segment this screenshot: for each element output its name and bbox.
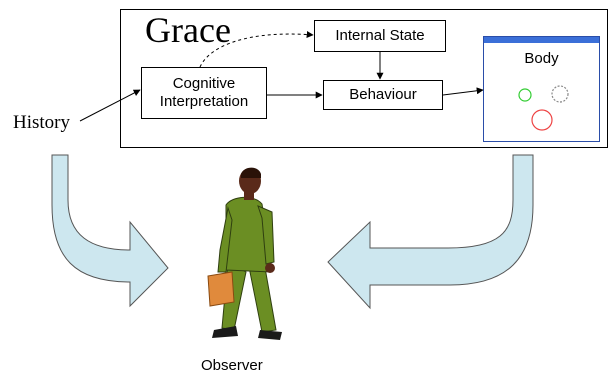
shopping-bag-icon — [207, 271, 235, 307]
history-to-cognitive-arrow — [79, 89, 141, 122]
green-circle — [518, 88, 532, 102]
body-window-titlebar — [484, 37, 599, 43]
cognitive-interpretation-label: Cognitive Interpretation — [159, 75, 249, 110]
body-label: Body — [524, 50, 559, 67]
internal-state-label: Internal State — [335, 27, 425, 44]
left-curved-arrow — [51, 154, 169, 308]
internal-state-box: Internal State — [314, 20, 446, 52]
cognitive-interpretation-box: Cognitive Interpretation — [141, 67, 267, 119]
cognitive-to-internal-dashed-arrow — [199, 31, 314, 68]
body-window — [483, 36, 600, 142]
right-curved-arrow — [327, 154, 534, 310]
behaviour-to-body-arrow — [442, 87, 484, 96]
diagram-title: Grace — [145, 10, 231, 50]
observer-label: Observer — [201, 357, 263, 374]
behaviour-box: Behaviour — [323, 80, 443, 110]
observer-figure — [207, 167, 282, 340]
behaviour-label: Behaviour — [349, 86, 417, 103]
red-circle — [531, 109, 553, 131]
gray-circle — [551, 85, 569, 103]
history-label: History — [13, 112, 70, 133]
